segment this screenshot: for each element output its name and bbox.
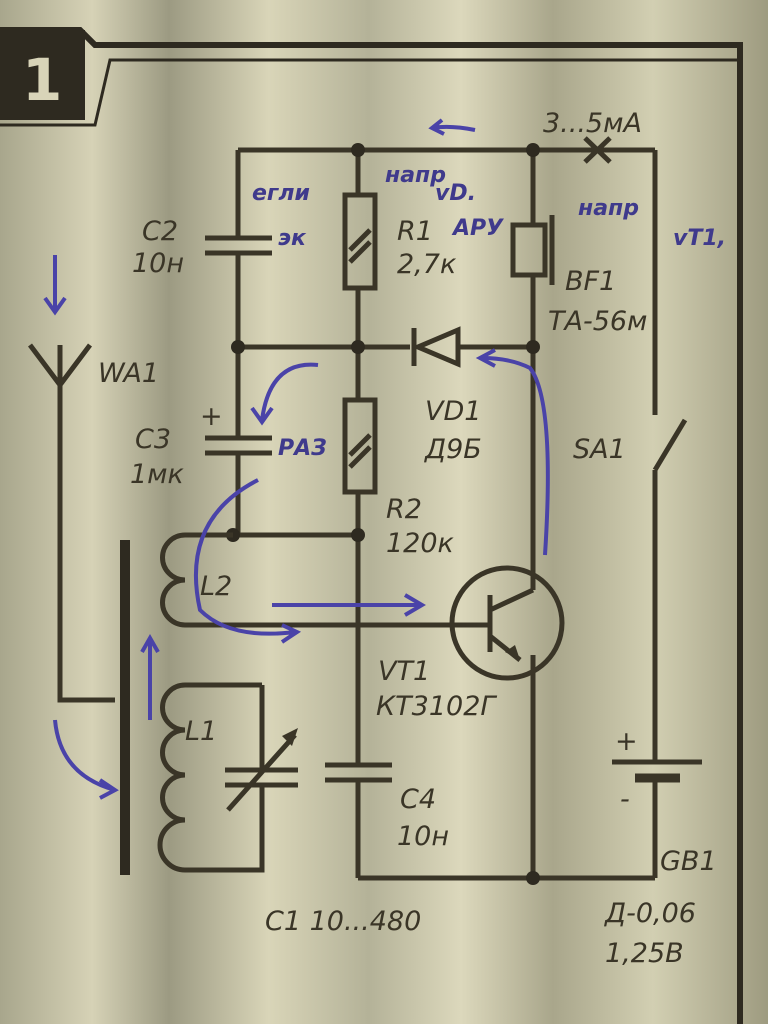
bf1-name: BF1 [565, 266, 616, 297]
figure-header: 1 [0, 27, 743, 1024]
c1-label: C1 10...480 [265, 906, 421, 937]
bf1-type: ТА-56м [548, 306, 647, 337]
current-label: 3...5мА [543, 108, 642, 139]
transistor-vt1 [449, 565, 565, 681]
gb1-name: GB1 [660, 846, 717, 877]
earphone-bf1 [510, 215, 555, 285]
note-3: напр [385, 163, 446, 188]
current-break-cross [583, 136, 612, 164]
battery-plus: + [615, 726, 638, 757]
c3-name: C3 [135, 424, 171, 455]
vd1-name: VD1 [425, 396, 481, 427]
gb1-voltage: 1,25В [605, 938, 684, 969]
note-1: егли [252, 181, 310, 206]
note-2: эк [278, 226, 307, 251]
capacitor-c4 [325, 762, 392, 783]
r1-value: 2,7к [397, 249, 457, 280]
resistor-r2 [342, 397, 378, 495]
r1-name: R1 [397, 216, 433, 247]
vd1-type: Д9Б [424, 434, 482, 465]
resistor-r1 [342, 192, 378, 291]
c3-plus: + [200, 401, 223, 432]
switch-sa1 [652, 418, 688, 472]
c2-name: C2 [142, 216, 178, 247]
l2-label: L2 [200, 571, 232, 602]
note-4: vD. [435, 181, 476, 206]
note-6: напр [578, 196, 639, 221]
note-5: АРУ [451, 216, 504, 241]
component-labels: 3...5мА C2 10н R1 2,7к BF1 ТА-56м WA1 + … [98, 108, 717, 969]
battery-minus: - [620, 784, 630, 815]
c4-name: C4 [400, 784, 436, 815]
coil-l2 [160, 532, 270, 628]
handwritten-notes: егли эк напр vD. АРУ напр vT1, РАЗ [252, 163, 726, 461]
figure-number: 1 [22, 46, 62, 114]
c3-value: 1мк [130, 459, 185, 490]
capacitor-c2 [205, 235, 272, 256]
coil-l1 [157, 682, 265, 873]
vt1-type: КТ3102Г [376, 691, 497, 722]
diode-vd1 [411, 326, 461, 368]
sa1-label: SA1 [573, 434, 626, 465]
junction-dots [226, 143, 540, 885]
r2-value: 120к [386, 528, 455, 559]
wa1-label: WA1 [98, 358, 159, 389]
capacitor-c3 [205, 435, 272, 456]
battery-gb1 [612, 759, 702, 783]
ferrite-rod [120, 540, 130, 875]
gb1-type: Д-0,06 [604, 898, 696, 929]
vt1-name: VT1 [378, 656, 430, 687]
c2-value: 10н [132, 248, 184, 279]
c4-value: 10н [397, 821, 449, 852]
note-8: РАЗ [278, 436, 327, 461]
r2-name: R2 [386, 494, 422, 525]
note-7: vT1, [673, 226, 726, 251]
handwritten-arrows [43, 118, 550, 800]
l1-label: L1 [185, 716, 217, 747]
antenna-wa1 [28, 343, 115, 703]
variable-capacitor-c1 [225, 728, 298, 812]
